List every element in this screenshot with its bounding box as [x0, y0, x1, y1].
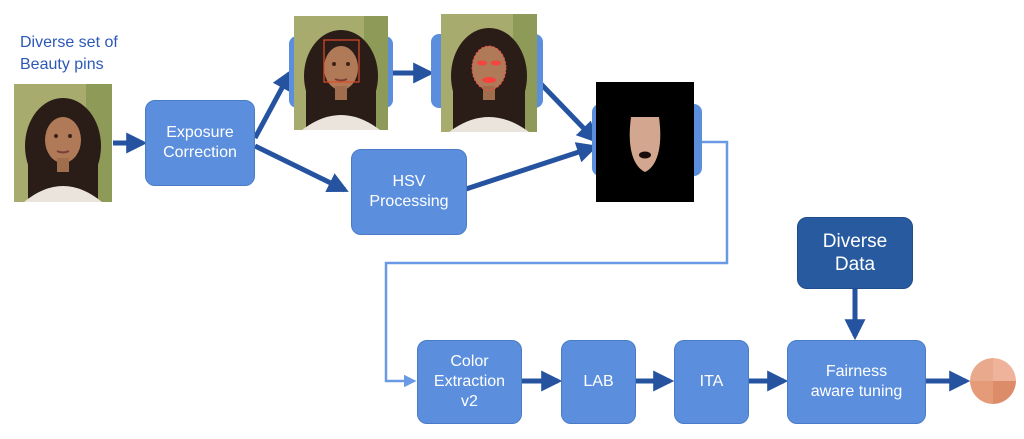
arrow-hsv-to-mask: [465, 142, 598, 192]
hsv-processing-node: HSV Processing: [351, 149, 467, 235]
color-extraction-node: Color Extraction v2: [417, 340, 522, 424]
lab-node: LAB: [561, 340, 636, 424]
face-detection-photo-icon: [294, 16, 388, 130]
portrait-photo-icon: [14, 84, 112, 202]
skin-mask-icon: [596, 82, 694, 202]
fairness-aware-tuning-node: Fairness aware tuning: [787, 340, 926, 424]
skin-tone-swatch-icon: [970, 358, 1016, 404]
face-landmarks-photo-icon: [441, 14, 537, 132]
ita-node: ITA: [674, 340, 749, 424]
arrow-exposure-to-hsv: [253, 143, 349, 193]
arrow-landmarks-to-mask: [539, 82, 598, 144]
input-caption: Diverse set of Beauty pins: [20, 34, 118, 73]
connector-mask-to-color-extraction: [384, 140, 729, 388]
arrow-exposure-to-detection: [252, 69, 293, 140]
exposure-correction-node: Exposure Correction: [145, 100, 255, 186]
diverse-data-node: Diverse Data: [797, 217, 913, 289]
